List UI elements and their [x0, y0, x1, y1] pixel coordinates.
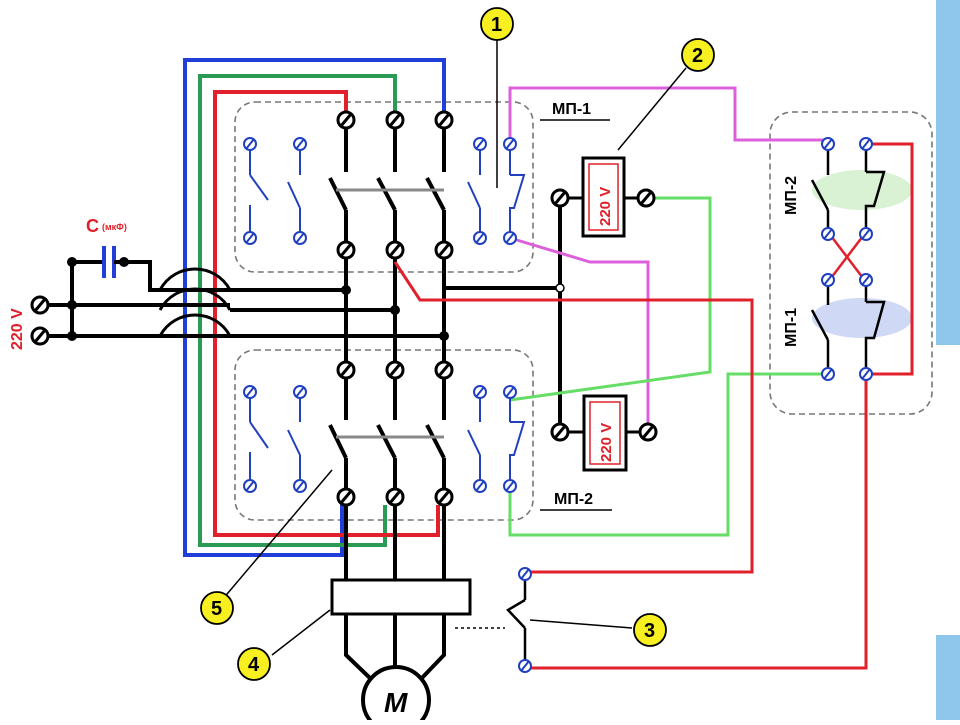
- callout-5: 5: [200, 591, 234, 625]
- red-control-wire-2: [866, 142, 914, 376]
- callout-3: 3: [633, 613, 667, 647]
- blue-wire: [183, 58, 446, 557]
- relay-coil-1-label: 220 V: [597, 187, 614, 226]
- relay-coil-2: [568, 394, 640, 472]
- magenta-wire: [508, 86, 828, 148]
- relay-coil-1: [568, 156, 638, 238]
- callout-leaders: [221, 40, 687, 656]
- svg-text:4: 4: [248, 654, 260, 676]
- thermal-relay-contact: [455, 580, 527, 660]
- light-green-wire-lower: [508, 372, 828, 537]
- side-panel-strip-top: [936, 0, 960, 345]
- mp1-contacts-highlight: [812, 298, 912, 338]
- side-panel-strip-bottom: [936, 635, 960, 720]
- svg-text:5: 5: [211, 598, 222, 620]
- callout-1: 1: [480, 7, 514, 41]
- callout-2: 2: [681, 38, 715, 72]
- magenta-wire-lower: [509, 236, 650, 432]
- capacitor-label: C: [86, 216, 99, 236]
- contactor-mp2-label: МП-2: [554, 491, 593, 508]
- green-wire: [198, 74, 397, 547]
- svg-text:1: 1: [491, 14, 502, 36]
- red-control-wire: [393, 261, 754, 574]
- relay-coil-2-label: 220 V: [598, 423, 615, 462]
- capacitor-unit: (мкФ): [102, 222, 127, 232]
- red-wire: [213, 90, 440, 537]
- contactor-mp1-enclosure: [234, 101, 534, 273]
- supply-voltage-label: 220 V: [9, 308, 26, 350]
- motor-label: М: [384, 687, 408, 718]
- svg-text:3: 3: [644, 620, 655, 642]
- interlock-bottom-label: МП-1: [783, 308, 800, 347]
- capacitor: [94, 246, 124, 278]
- red-control-wire-3: [525, 374, 868, 670]
- motor: [361, 665, 431, 725]
- light-green-wire: [509, 196, 712, 402]
- wire-crossings: [158, 267, 232, 337]
- callout-4: 4: [237, 647, 271, 681]
- interlock-top-label: МП-2: [783, 176, 800, 215]
- svg-text:2: 2: [692, 45, 703, 67]
- interlock-enclosure: [769, 111, 933, 415]
- mp2-contacts-highlight: [812, 170, 912, 210]
- contactor-mp2-enclosure: [234, 349, 534, 521]
- aux-contacts-mp1: [249, 148, 526, 238]
- contactor-mp1-label: МП-1: [552, 101, 591, 118]
